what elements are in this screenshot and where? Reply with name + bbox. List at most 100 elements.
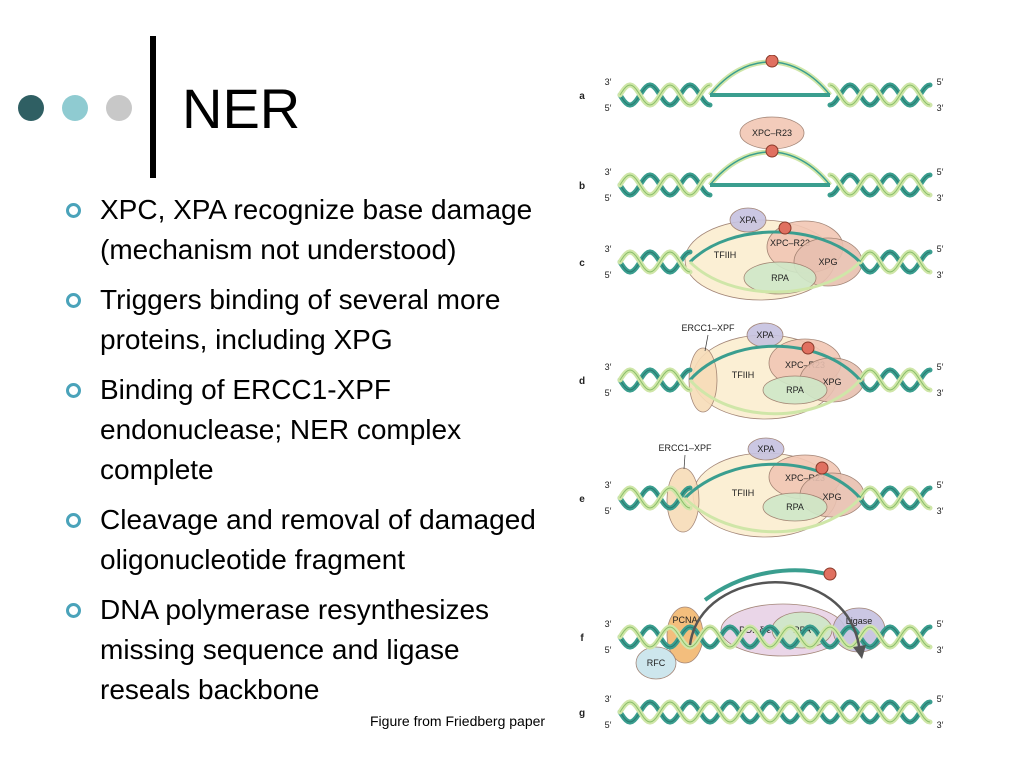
strand-end-label: 3′ (605, 480, 612, 490)
strand-end-label: 3′ (605, 619, 612, 629)
dna-strand-edge (859, 487, 931, 509)
dna-strand-edge (859, 487, 931, 509)
strand-end-label: 5′ (937, 167, 944, 177)
strand-end-label: 3′ (605, 244, 612, 254)
damage-lesion (815, 461, 829, 475)
bullet-item: Cleavage and removal of damaged oligonucl… (66, 500, 546, 580)
dna-strand-edge (619, 174, 711, 196)
protein-xpc-r23-label: XPC–R23 (770, 238, 810, 248)
figure-caption: Figure from Friedberg paper (370, 713, 546, 729)
synthesis-arrow (688, 581, 862, 654)
label-leader (683, 454, 686, 470)
dna-strand-edge (859, 369, 931, 391)
dna-strand-edge (619, 487, 691, 509)
protein-xpg-label: XPG (818, 257, 837, 267)
panel-letter: a (579, 91, 585, 102)
bullet-line: oligonucleotide fragment (100, 544, 406, 575)
strand-end-label: 3′ (937, 388, 944, 398)
panel-letter: c (579, 258, 585, 269)
protein-tfiih-label: TFIIH (714, 250, 737, 260)
dot-gray (106, 95, 132, 121)
damage-lesion (765, 144, 779, 158)
strand-end-label: 3′ (937, 506, 944, 516)
protein-xpc-r23-label: XPC–R23 (785, 473, 825, 483)
protein-ligase-label: Ligase (846, 616, 873, 626)
strand-end-label: 5′ (937, 694, 944, 704)
protein-xpa-label: XPA (757, 444, 774, 454)
bullet-line: complete (100, 454, 214, 485)
dna-bubble (688, 379, 862, 416)
bullet-line: endonuclease; NER complex (100, 414, 462, 445)
protein-xpa-label: XPA (756, 330, 773, 340)
label-leader (704, 334, 709, 352)
protein-ercc1-xpf-label: ERCC1–XPF (658, 443, 712, 453)
dna-strand-edge (619, 369, 691, 391)
protein-tfiih-label: TFIIH (732, 488, 755, 498)
strand-end-label: 3′ (605, 694, 612, 704)
bullet-line: Triggers binding of several more (100, 284, 501, 315)
dna-strand-edge (859, 369, 931, 391)
dna-bubble (688, 230, 862, 264)
panel-letter: d (579, 376, 585, 387)
dna-bubble (683, 496, 862, 534)
dna-strand-edge (619, 487, 691, 509)
bullet-line: DNA polymerase resynthesizes (100, 594, 490, 625)
strand-end-label: 3′ (937, 270, 944, 280)
protein-rpa-label: RPA (786, 502, 804, 512)
strand-end-label: 5′ (605, 506, 612, 516)
dna-strand-edge (619, 701, 931, 723)
strand-end-label: 5′ (937, 480, 944, 490)
dna-strand-edge (829, 84, 931, 106)
strand-end-label: 3′ (605, 77, 612, 87)
strand-end-label: 5′ (605, 193, 612, 203)
strand-end-label: 5′ (937, 77, 944, 87)
bullet-icon (66, 513, 81, 528)
dna-strand-edge (619, 369, 691, 391)
bullet-line: missing sequence and ligase (100, 634, 460, 665)
dna-strand-edge (619, 251, 691, 273)
protein-rfc (635, 646, 677, 680)
strand-end-label: 5′ (605, 645, 612, 655)
dna-strand-edge (619, 174, 711, 196)
panel-letter: f (580, 633, 584, 644)
protein-rpa (762, 492, 828, 522)
dna-strand-edge (859, 251, 931, 273)
protein-rfc-label: RFC (647, 658, 666, 668)
panel-letter: b (579, 181, 585, 192)
bullet-line: XPC, XPA recognize base damage (100, 194, 533, 225)
protein-xpg-label: XPG (822, 492, 841, 502)
dna-strand-edge (619, 626, 931, 648)
protein-ercc1-xpf (688, 347, 718, 413)
protein-ercc1-xpf-label: ERCC1–XPF (681, 323, 735, 333)
protein-xpa-label: XPA (739, 215, 756, 225)
dna-strand-edge (619, 626, 931, 648)
protein-xpc-r23-label: XPC–R23 (752, 128, 792, 138)
protein-rpa-label: RPA (771, 273, 789, 283)
bullet-item: DNA polymerase resynthesizes missing sequ… (66, 590, 546, 710)
bullet-item: Triggers binding of several more proteins… (66, 280, 546, 360)
synthesis-arrowhead (853, 645, 866, 659)
protein-xpa (729, 207, 767, 233)
protein-xpc-r23-label: XPC–R23 (785, 360, 825, 370)
strand-end-label: 5′ (605, 103, 612, 113)
bullet-line: proteins, including XPG (100, 324, 393, 355)
bullet-line: Cleavage and removal of damaged (100, 504, 536, 535)
strand-end-label: 3′ (605, 167, 612, 177)
dot-dark (18, 95, 44, 121)
strand-end-label: 3′ (937, 720, 944, 730)
bullet-icon (66, 203, 81, 218)
damage-lesion (801, 341, 815, 355)
bullet-icon (66, 603, 81, 618)
protein-rpa (743, 261, 817, 295)
strand-end-label: 5′ (605, 270, 612, 280)
strand-end-label: 5′ (605, 720, 612, 730)
damage-lesion (778, 221, 792, 235)
dna-strand-edge (859, 251, 931, 273)
bullet-icon (66, 293, 81, 308)
protein-rpa (762, 375, 828, 405)
bullet-line: Binding of ERCC1-XPF (100, 374, 392, 405)
bullet-list: XPC, XPA recognize base damage(mechanism… (66, 190, 546, 720)
dna-strand-edge (619, 84, 711, 106)
strand-end-label: 3′ (937, 645, 944, 655)
protein-tfiih-label: TFIIH (732, 370, 755, 380)
